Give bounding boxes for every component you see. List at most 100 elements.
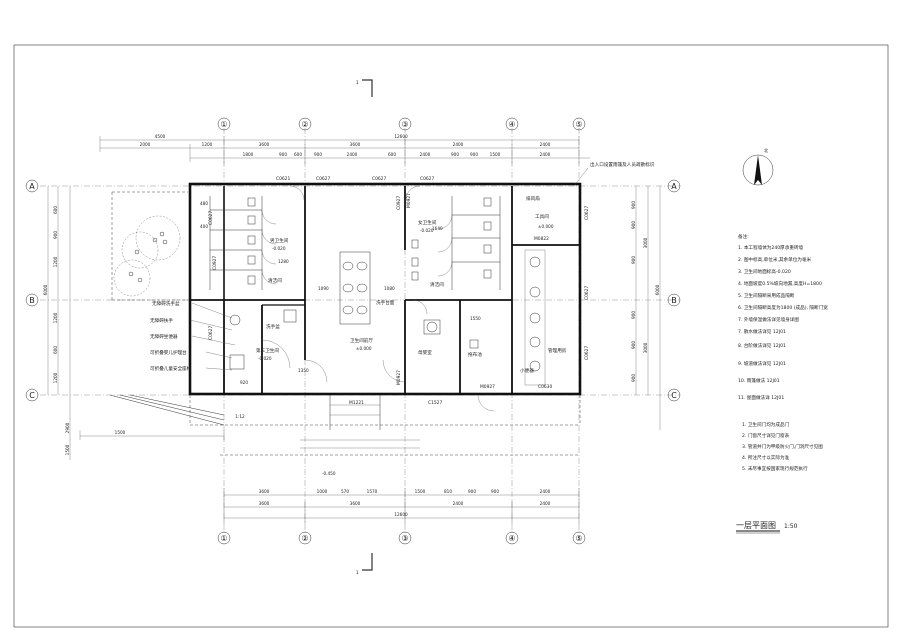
room-female-wc: 女卫生间 [418,219,437,226]
dim-top-detail-5: 600 [388,152,396,157]
axis-col-4: ④ [508,120,515,129]
leader-lines [189,167,589,371]
dim-misc-2: 1090 [318,286,329,291]
dim-right-4: 900 [631,341,636,349]
dim-bottom-detail-3: 1570 [367,489,378,494]
axis-col-2: ② [301,120,308,129]
dim-bottom-bay-0: 3600 [259,501,270,506]
left-cubicles [209,196,277,290]
label-folding-seat: 可折叠婴儿护理台 [150,349,187,356]
dim-bottom-detail-5: 810 [444,489,452,494]
tag-c0627-r3: C0627 [584,346,590,360]
dim-misc-3: 1080 [384,286,395,291]
side-dimensions: 6000 600 900 1200 1200 600 1200 2900 150… [43,186,661,460]
note-12: 11. 屋面做法详 12J01 [738,394,784,401]
dim-top-detail-7: 900 [451,152,459,157]
dim-right-bay-1: 3000 [643,342,648,353]
dim-left-bottom-1: 1500 [65,444,70,455]
landscape-trees [111,191,188,301]
dim-right-5: 900 [631,374,636,382]
room-urinal: 小便器 [520,367,534,374]
dim-bottom-bay-2: 2400 [453,501,464,506]
label-grab-bar: 无障碍扶手 [150,317,173,324]
drawing-title-block: 一层平面图 1:50 [736,521,798,534]
note-8: 7. 散水做法详见 12J01 [738,328,786,335]
axis-col-1-bottom: ① [220,534,227,543]
row-axis-labels-left: A B C [25,179,39,402]
door-swings [289,185,495,412]
tag-c0627-a: C0627 [316,176,330,182]
right-cubicles [411,196,501,290]
dim-left-overall: 6000 [43,284,48,295]
drawing-scale: 1:50 [784,523,798,530]
axis-row-b-right: B [671,296,677,305]
tag-m1221: M1221 [349,400,364,406]
axis-col-4-bottom: ④ [508,534,515,543]
room-male-wc: 男卫生间 [270,237,289,244]
dim-misc-1: 1640 [432,226,443,231]
north-arrow: 北 [742,147,774,186]
interior-dimensions: 1280 1640 1090 1080 1550 920 1350 480 40… [200,201,481,385]
note-6: 6. 卫生间隔断高度为1800 (成品), 隔断门宽 [738,304,828,311]
note-11: 10. 雨篷做法 12J01 [738,377,780,384]
tag-m0822: M0822 [534,236,549,242]
label-child-seat: 可折叠儿童安全座椅 [150,365,192,372]
dim-top-left-ext-0: 4500 [155,134,166,139]
dim-top-detail-2: 600 [294,152,302,157]
column-axis-labels-bottom: ① ② ③ ④ ⑤ [217,531,586,545]
tag-c0627-c: C0627 [420,176,434,182]
dim-right-3: 900 [631,311,636,319]
section-mark-bottom: 1 [356,570,359,575]
axis-col-5: ⑤ [575,120,582,129]
dim-bottom-detail-1: 1000 [317,489,328,494]
dim-bottom-detail-7: 900 [491,489,499,494]
dim-right-2: 900 [631,256,636,264]
dim-top-bay-1: 3600 [350,142,361,147]
dim-top-detail-1: 900 [279,152,287,157]
dim-left-0: 600 [53,206,58,214]
accessible-wc-fixtures [229,309,479,370]
axis-row-c: C [29,391,35,400]
dim-bottom-bay-3: 2400 [540,501,551,506]
dim-left-2: 1200 [53,256,58,267]
sheet-frame [13,44,889,628]
dim-top-detail-9: 1500 [490,152,501,157]
room-cleaning-right: 清洁间 [430,281,444,288]
room-mother: 母婴室 [418,349,432,356]
room-dry-area: 拖布池 [468,351,482,358]
room-sink-counter: 洗手台面 [376,299,395,306]
dim-right-0: 900 [631,201,636,209]
tag-c1527: C1527 [428,400,442,406]
entrance-steps [329,395,381,430]
axis-col-5-bottom: ⑤ [575,534,582,543]
tag-c0627-r2: C0627 [584,286,590,300]
dim-bottom-detail-6: 900 [468,489,476,494]
north-label: 北 [764,147,769,154]
dim-misc-7: 480 [200,201,208,206]
subnote-4: 4. 所注尺寸以实际为准 [742,454,790,461]
elev-third: -0.020 [258,356,272,361]
room-high-window: 排风扇 [526,195,540,202]
tag-c0627-l1: C0627 [208,211,214,225]
axis-row-a-right: A [671,182,677,191]
dim-right-1: 900 [631,221,636,229]
dim-bottom-overall: 12600 [394,512,408,517]
dim-top-detail-4: 2400 [347,152,358,157]
dim-misc-5: 920 [240,380,248,385]
dim-left-4: 600 [53,346,58,354]
dim-ramp-width: 1500 [115,430,126,435]
axis-col-1: ① [220,120,227,129]
dim-left-1: 900 [53,231,58,239]
dim-right-overall: 6000 [655,284,660,295]
dim-bottom-bay-1: 3600 [350,501,361,506]
dim-top-bay-3: 2400 [540,142,551,147]
room-labels: 男卫生间 清洁间 女卫生间 清洁间 第三卫生间 卫生间前厅 母婴室 工具间 排风… [150,161,655,374]
room-tool: 工具间 [535,213,549,220]
dim-top-detail-8: 900 [470,152,478,157]
axis-row-b: B [29,296,35,305]
dim-misc-4: 1550 [470,316,481,321]
elev-tool: ±0.000 [538,224,554,229]
dim-misc-6: 1350 [298,368,309,373]
dim-bottom-detail-8: 2400 [540,489,551,494]
tag-c0627-b: C0627 [372,176,386,182]
